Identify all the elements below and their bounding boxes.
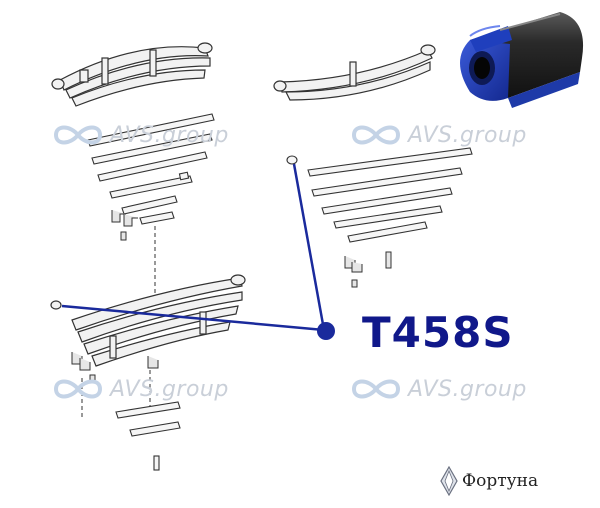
watermark-text: AVS.group	[110, 122, 229, 148]
watermark-top-right: AVS.group	[350, 122, 527, 148]
leaves-top-left	[87, 113, 215, 225]
watermark-bottom-right: AVS.group	[350, 376, 527, 402]
clamps-top-right	[344, 251, 392, 288]
callout-lines	[61, 163, 326, 332]
part-code-label: T458S	[362, 308, 514, 357]
infinity-logo-icon	[351, 125, 401, 145]
brand-logo: Фортуна	[440, 466, 538, 496]
clamps-bottom	[71, 352, 159, 383]
infinity-logo-icon	[53, 379, 103, 399]
spring-pack-top-left	[51, 42, 213, 107]
infinity-logo-icon	[351, 379, 401, 399]
leaves-bottom	[115, 401, 181, 471]
infinity-logo-icon	[53, 125, 103, 145]
bushing-photo	[460, 12, 584, 108]
watermark-text: AVS.group	[408, 122, 527, 148]
watermark-top-left: AVS.group	[52, 122, 229, 148]
watermark-bottom-left: AVS.group	[52, 376, 229, 402]
leaves-top-right	[286, 147, 473, 243]
brand-name: Фортуна	[462, 471, 539, 491]
callout-dot	[317, 322, 335, 340]
spring-pack-top-right	[273, 44, 436, 101]
clamps-top-left	[111, 210, 138, 241]
watermark-text: AVS.group	[110, 376, 229, 402]
watermark-text: AVS.group	[408, 376, 527, 402]
fortuna-logo-icon	[440, 466, 458, 496]
